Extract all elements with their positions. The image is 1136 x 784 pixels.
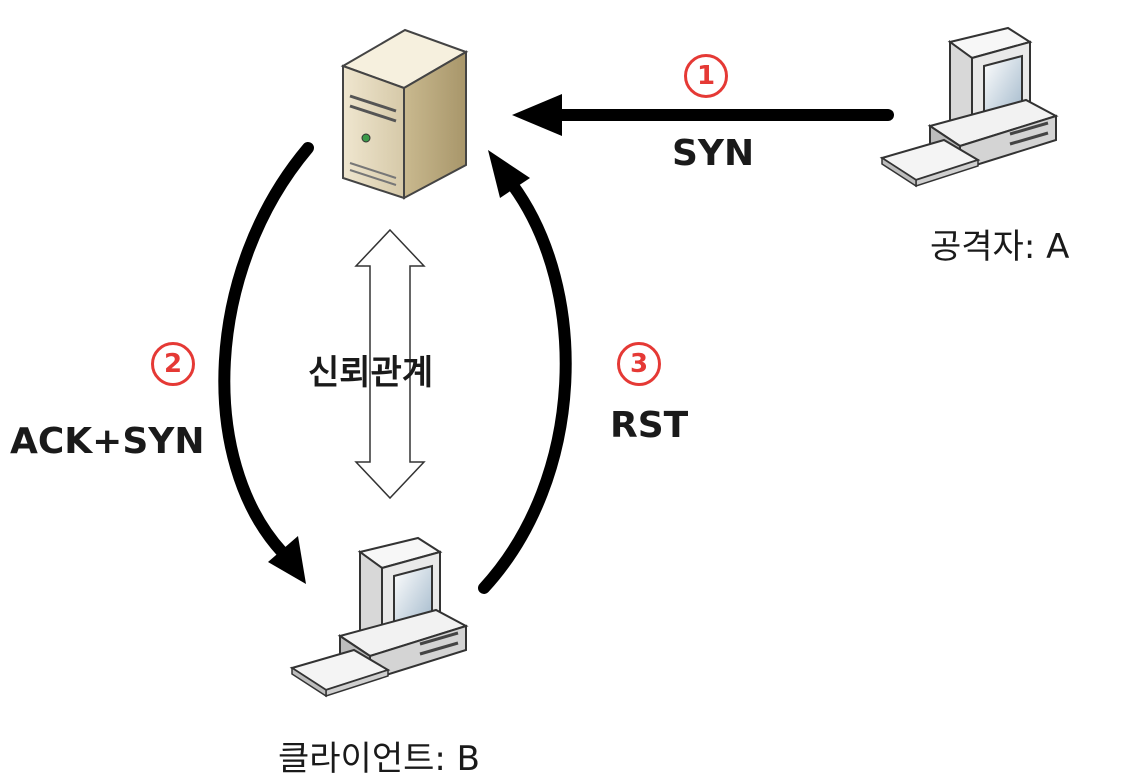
rst-arrow xyxy=(478,150,572,594)
client-computer-icon xyxy=(289,536,469,698)
syn-label: SYN xyxy=(672,133,755,174)
trust-double-arrow xyxy=(354,228,426,500)
trust-label: 신뢰관계 xyxy=(308,353,434,393)
syn-arrow xyxy=(512,94,894,136)
rst-label: RST xyxy=(610,405,689,446)
server-tower-icon xyxy=(340,28,469,200)
ack-syn-label: ACK+SYN xyxy=(10,421,205,462)
step-2-badge: 2 xyxy=(151,342,195,386)
step-3-badge: 3 xyxy=(617,342,661,386)
attacker-computer-icon xyxy=(879,26,1059,188)
client-label: 클라이언트: B xyxy=(278,739,480,779)
attacker-label: 공격자: A xyxy=(930,227,1070,267)
ack-syn-arrow xyxy=(218,142,314,584)
step-1-badge: 1 xyxy=(684,54,728,98)
